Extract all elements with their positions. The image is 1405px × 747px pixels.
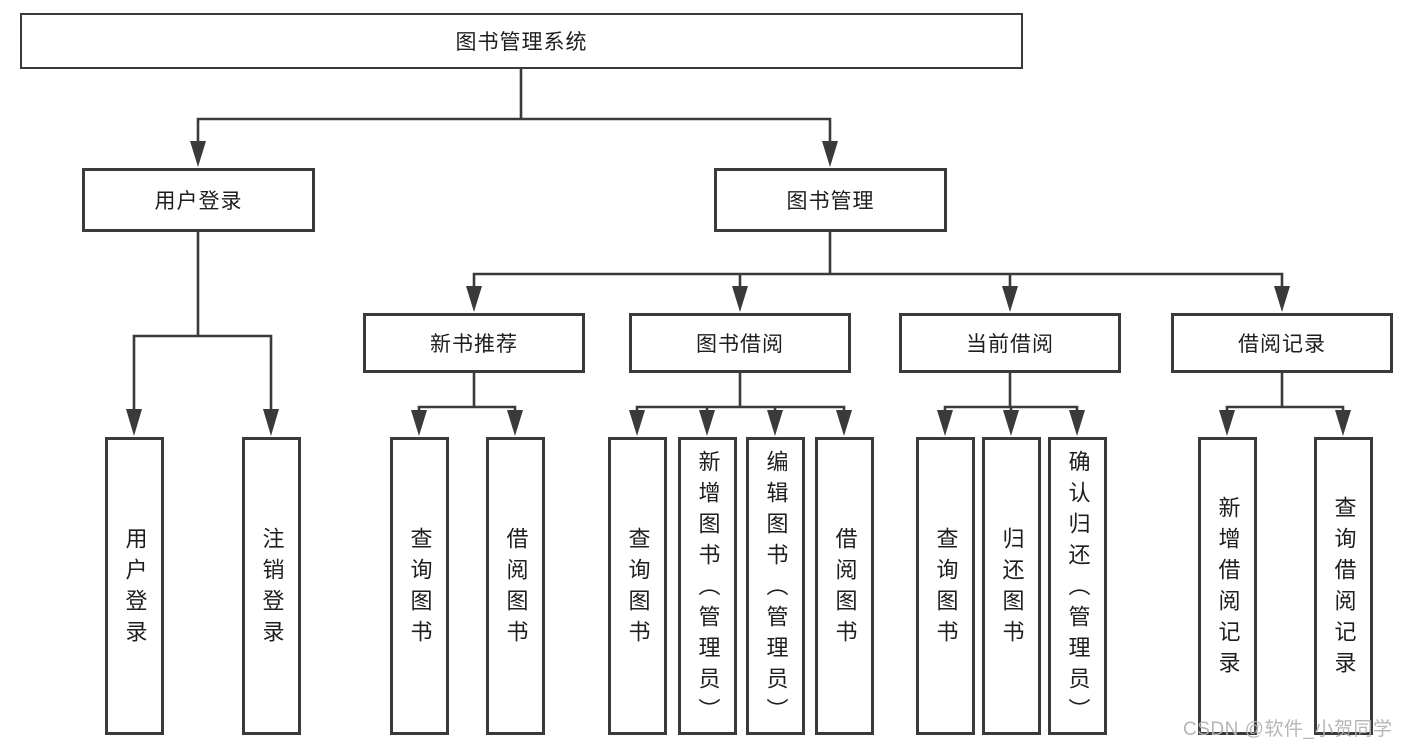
leaf-bb-borrow-books: 借阅图书 [815, 437, 874, 735]
arrow-new-book-recommend [466, 286, 482, 312]
leaf-nb-borrow-books: 借阅图书 [486, 437, 545, 735]
arrow-nb-borrow [507, 410, 523, 436]
arrow-bb-query [629, 410, 645, 436]
node-book-borrow: 图书借阅 [629, 313, 851, 373]
leaf-bb-add-books-admin: 新增图书（管理员） [678, 437, 737, 735]
leaf-nb-query-books: 查询图书 [390, 437, 449, 735]
connector-level2-branch [472, 272, 1284, 289]
connector-records-branch [1225, 405, 1345, 412]
arrow-bb-borrow [836, 410, 852, 436]
arrow-bb-edit [767, 410, 783, 436]
arrow-br-query [1335, 410, 1351, 436]
connector-bookborrow-branch [635, 405, 846, 412]
connector-newbook-branch [417, 405, 517, 412]
csdn-watermark: CSDN @软件_小贺同学 [1183, 719, 1393, 740]
node-book-management: 图书管理 [714, 168, 947, 232]
arrowheads [126, 141, 1351, 436]
arrow-nb-query [411, 410, 427, 436]
leaf-cb-query-books: 查询图书 [916, 437, 975, 735]
arrow-leaf-logout [263, 409, 279, 436]
arrow-book-borrow [732, 286, 748, 312]
leaf-user-login: 用户登录 [105, 437, 164, 735]
arrow-cb-confirm [1069, 410, 1085, 436]
node-new-book-recommend: 新书推荐 [363, 313, 585, 373]
node-current-borrow: 当前借阅 [899, 313, 1121, 373]
arrow-bb-add [699, 410, 715, 436]
arrow-user-login [190, 141, 206, 167]
leaf-bb-query-books: 查询图书 [608, 437, 667, 735]
arrow-leaf-user-login [126, 409, 142, 436]
arrow-cb-query [937, 410, 953, 436]
leaf-cb-confirm-return-admin: 确认归还（管理员） [1048, 437, 1107, 735]
leaf-bb-edit-books-admin: 编辑图书（管理员） [746, 437, 805, 735]
node-borrow-records: 借阅记录 [1171, 313, 1393, 373]
arrow-br-add [1219, 410, 1235, 436]
connector-userlogin-branch [132, 334, 273, 410]
arrow-borrow-records [1274, 286, 1290, 312]
leaf-br-add-borrow-record: 新增借阅记录 [1198, 437, 1257, 735]
arrow-book-management [822, 141, 838, 167]
leaf-cb-return-books: 归还图书 [982, 437, 1041, 735]
node-user-login: 用户登录 [82, 168, 315, 232]
leaf-logout: 注销登录 [242, 437, 301, 735]
connector-level1-branch [196, 117, 832, 143]
arrow-current-borrow [1002, 286, 1018, 312]
arrow-cb-return [1003, 410, 1019, 436]
node-root: 图书管理系统 [20, 13, 1023, 69]
leaf-br-query-borrow-record: 查询借阅记录 [1314, 437, 1373, 735]
